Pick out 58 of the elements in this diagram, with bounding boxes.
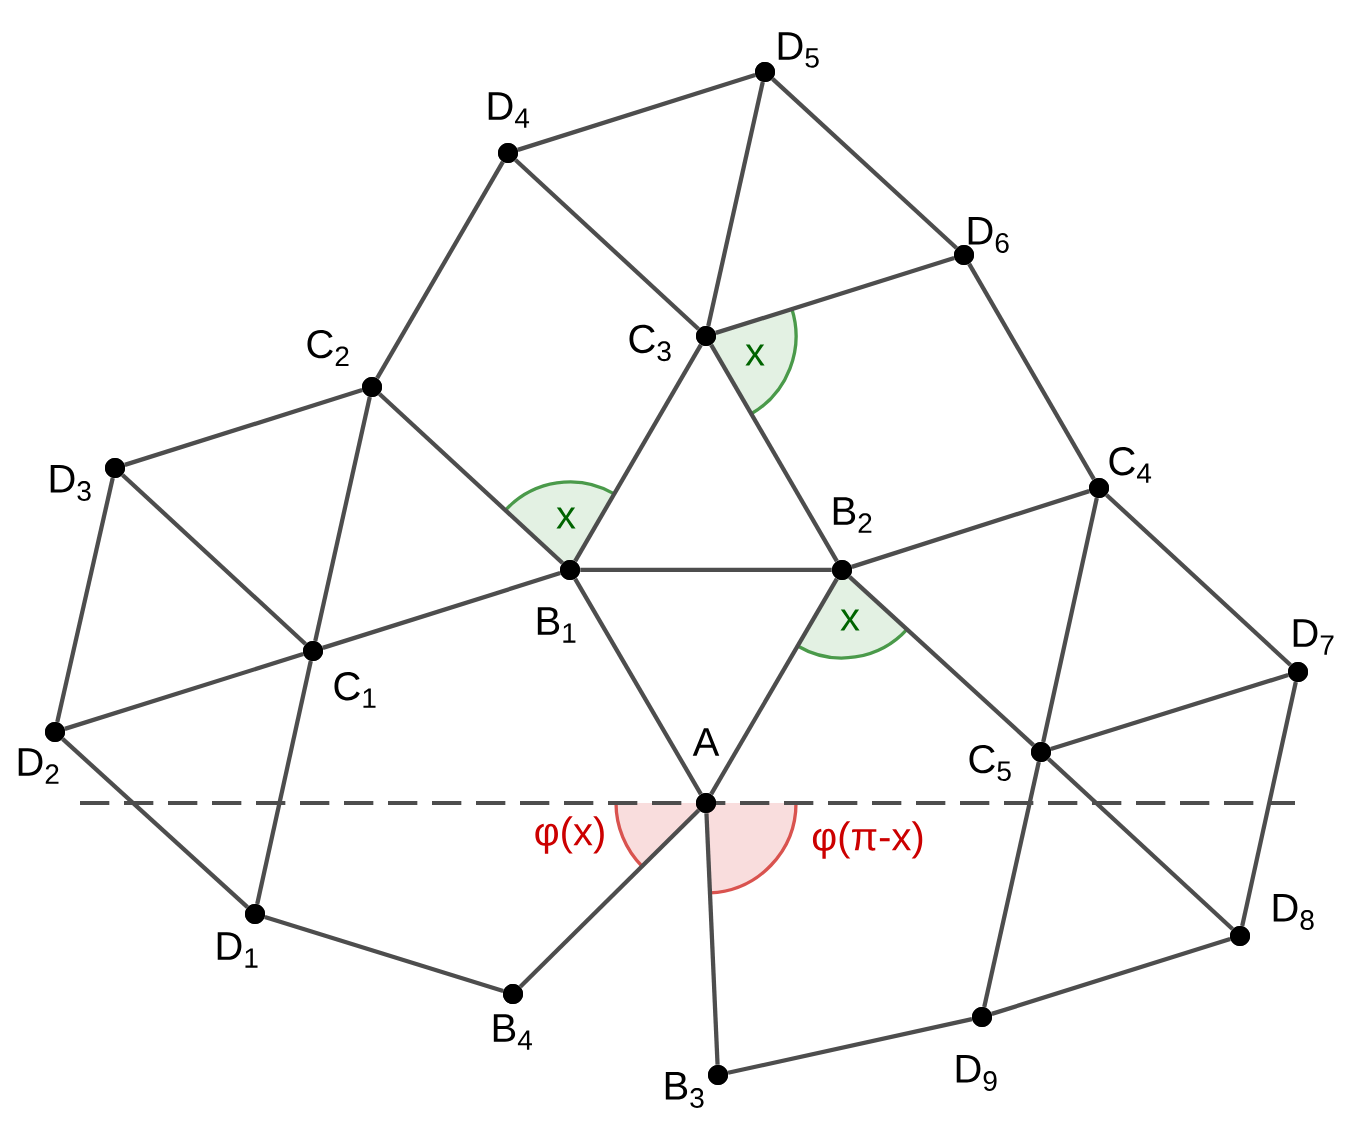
line-segment — [704, 813, 720, 1065]
point-label: B$_{4}$ — [493, 1014, 532, 1050]
point-label: C$_{5}$ — [969, 744, 1011, 781]
line-segment — [1050, 673, 1289, 751]
line-segment — [727, 1017, 973, 1075]
angle-label: φ(π-x) — [812, 821, 923, 859]
point-label: C$_{2}$ — [307, 329, 349, 366]
line-segment — [322, 571, 561, 650]
line-segment — [982, 761, 1041, 1008]
point-label: C$_{1}$ — [334, 672, 376, 708]
line-segment — [851, 489, 1090, 569]
point-label: D$_{4}$ — [488, 92, 530, 128]
point-label: B$_{1}$ — [537, 607, 576, 643]
line-segment — [124, 388, 363, 467]
line-segment — [61, 737, 249, 909]
point-label: C$_{4}$ — [1109, 447, 1152, 483]
line-segment — [1240, 681, 1298, 927]
line-segment — [121, 473, 307, 646]
point-label: D$_{8}$ — [1273, 894, 1314, 930]
point-label: D$_{5}$ — [778, 32, 819, 68]
line-segment — [715, 256, 955, 335]
line-segment — [1047, 757, 1234, 931]
point-label: D$_{1}$ — [217, 932, 258, 968]
line-segment — [55, 477, 115, 723]
line-segment — [375, 160, 505, 380]
angle-label: x — [840, 609, 860, 631]
angle-label: x — [556, 507, 576, 529]
line-segment — [991, 937, 1231, 1016]
line-segment — [709, 577, 839, 796]
line-segment — [706, 81, 765, 327]
point-label: D$_{9}$ — [956, 1055, 997, 1091]
point-label: C$_{3}$ — [629, 324, 671, 362]
line-segment — [1105, 493, 1292, 667]
line-segment — [517, 73, 756, 152]
line-segment — [573, 343, 703, 563]
point-label: B$_{2}$ — [833, 497, 872, 533]
line-segment — [255, 660, 313, 905]
line-segment — [313, 396, 372, 642]
point-label: D$_{3}$ — [50, 465, 91, 501]
point-label: D$_{7}$ — [1293, 619, 1334, 655]
line-segment — [518, 808, 701, 989]
angle-label: x — [745, 344, 765, 366]
line-segment — [573, 577, 703, 796]
line-segment — [1041, 497, 1099, 743]
line-segment — [580, 567, 832, 573]
line-segment — [264, 915, 504, 993]
line-segment — [709, 343, 839, 563]
line-segment — [64, 652, 304, 731]
angle-label: φ(x) — [535, 816, 604, 854]
line-segment — [771, 77, 958, 250]
point-label: D$_{6}$ — [968, 217, 1009, 253]
point-label: D$_{2}$ — [18, 748, 59, 784]
point-label: B$_{3}$ — [665, 1072, 704, 1108]
line-segment — [378, 392, 564, 565]
point-label: A — [692, 728, 720, 756]
line-segment — [514, 158, 700, 331]
line-segment — [967, 262, 1096, 481]
line-segment — [848, 575, 1035, 747]
